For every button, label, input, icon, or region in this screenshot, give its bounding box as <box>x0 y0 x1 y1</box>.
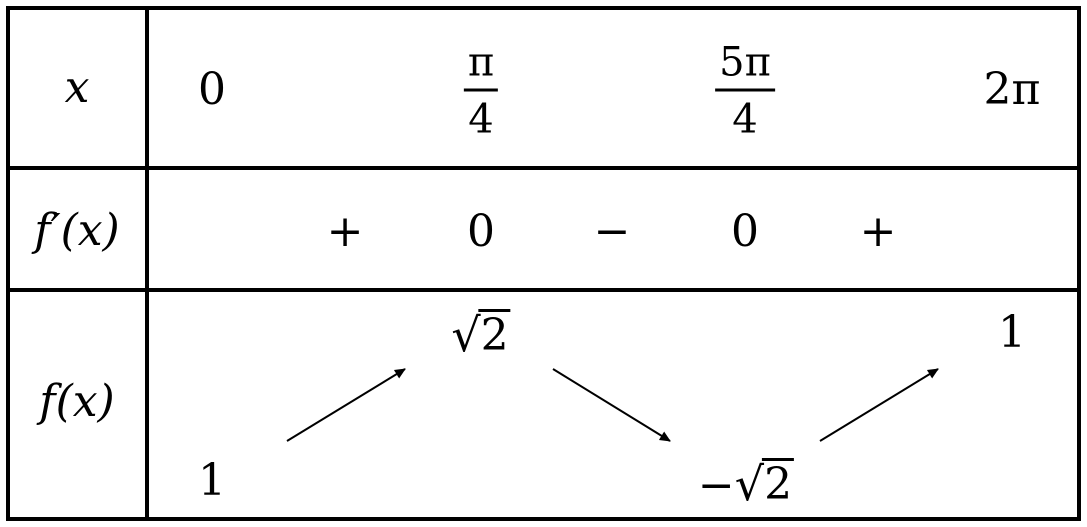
f-value-max: √2 <box>451 308 511 362</box>
f-value-min-prefix: − <box>697 460 735 511</box>
square-root: √2 <box>451 308 511 362</box>
row-label-x: x <box>64 62 90 113</box>
x-value-5pi-over-4: 5π 4 <box>715 43 775 140</box>
x-value-pi-over-4: π 4 <box>463 39 499 143</box>
fraction-denominator: 4 <box>468 96 494 143</box>
f-value-end: 1 <box>998 307 1026 358</box>
fraction-denominator: 4 <box>732 96 758 143</box>
radicand: 2 <box>478 309 511 361</box>
fraction-bar <box>715 88 775 92</box>
derivative-zero-1: 0 <box>467 206 495 257</box>
fraction-numerator: 5π <box>719 39 771 86</box>
fraction-bar <box>463 88 499 92</box>
table-border <box>6 6 1081 521</box>
derivative-zero-2: 0 <box>731 206 759 257</box>
square-root: √2 <box>734 457 795 511</box>
derivative-sign-3: + <box>859 206 897 257</box>
f-value-min: −√2 <box>697 457 795 511</box>
radical-sign: √ <box>734 457 765 511</box>
fraction-numerator: π <box>467 39 495 86</box>
arrow-decreasing <box>552 368 671 442</box>
f-value-start: 1 <box>198 455 226 506</box>
derivative-sign-1: + <box>326 206 364 257</box>
arrow-increasing-2 <box>819 368 939 442</box>
derivative-sign-2: − <box>593 206 631 257</box>
arrow-increasing-1 <box>286 368 406 442</box>
radicand: 2 <box>762 458 795 510</box>
radical-sign: √ <box>451 308 481 362</box>
row-label-f: f(x) <box>39 376 115 427</box>
x-value-start: 0 <box>198 64 226 115</box>
x-value-end: 2π <box>983 64 1041 115</box>
row-label-f-prime: f′(x) <box>34 205 120 256</box>
